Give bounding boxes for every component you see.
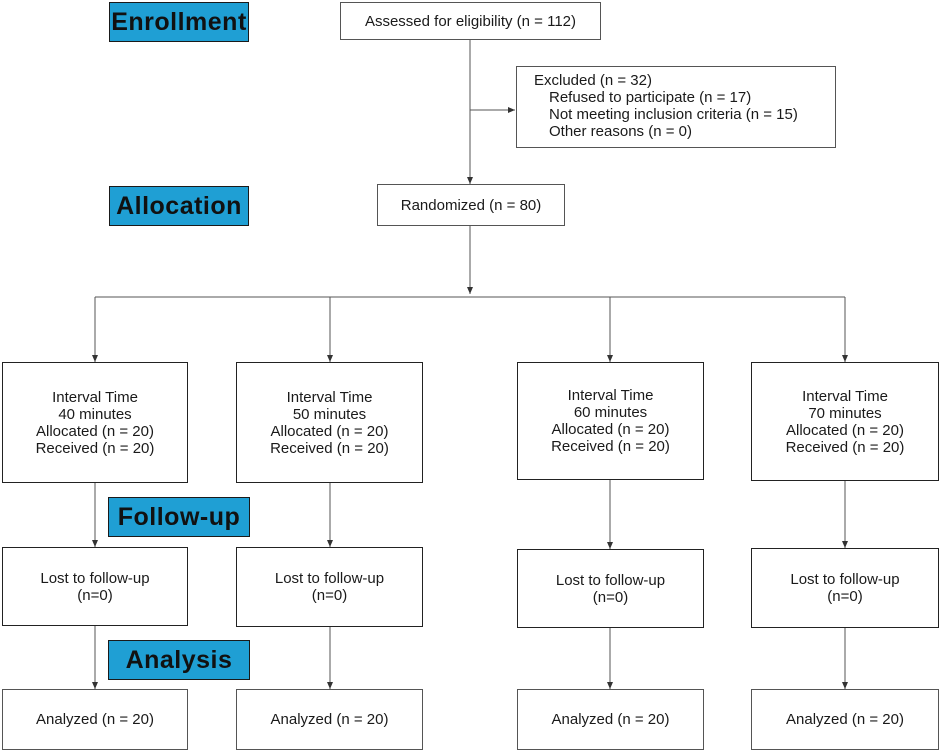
arm-title: Interval Time — [52, 388, 138, 406]
analyzed-box-2: Analyzed (n = 20) — [236, 689, 423, 750]
arm-box-2: Interval Time 50 minutes Allocated (n = … — [236, 362, 423, 483]
stage-analysis: Analysis — [108, 640, 250, 680]
arm-allocated: Allocated (n = 20) — [270, 422, 389, 440]
lost-label: Lost to follow-up — [790, 571, 900, 588]
lost-count: (n=0) — [827, 588, 863, 605]
randomized-box: Randomized (n = 80) — [377, 184, 565, 226]
arm-allocated: Allocated (n = 20) — [36, 422, 154, 440]
lost-box-2: Lost to follow-up (n=0) — [236, 547, 423, 627]
stage-followup: Follow-up — [108, 497, 250, 537]
lost-label: Lost to follow-up — [274, 570, 385, 587]
excluded-item: Other reasons (n = 0) — [549, 123, 692, 140]
lost-count: (n=0) — [77, 586, 113, 604]
arm-received: Received (n = 20) — [270, 439, 389, 457]
lost-count: (n=0) — [592, 588, 629, 606]
excluded-box: Excluded (n = 32) Refused to participate… — [516, 66, 836, 148]
arm-allocated: Allocated (n = 20) — [786, 421, 904, 439]
analyzed-box-4: Analyzed (n = 20) — [751, 689, 939, 750]
analyzed-box-3: Analyzed (n = 20) — [517, 689, 704, 750]
arm-title: Interval Time — [567, 387, 654, 404]
assessed-box: Assessed for eligibility (n = 112) — [340, 2, 601, 40]
arm-box-1: Interval Time 40 minutes Allocated (n = … — [2, 362, 188, 483]
excluded-title: Excluded (n = 32) — [534, 72, 652, 89]
arm-time: 40 minutes — [58, 405, 132, 423]
stage-enrollment: Enrollment — [109, 2, 249, 42]
excluded-item: Refused to participate (n = 17) — [549, 89, 752, 106]
arm-title: Interval Time — [286, 388, 373, 406]
arm-time: 50 minutes — [292, 405, 367, 423]
arm-received: Received (n = 20) — [785, 438, 905, 456]
lost-label: Lost to follow-up — [555, 571, 666, 589]
analyzed-label: Analyzed (n = 20) — [551, 711, 670, 728]
lost-box-1: Lost to follow-up (n=0) — [2, 547, 188, 626]
analyzed-label: Analyzed (n = 20) — [786, 711, 904, 728]
lost-count: (n=0) — [311, 587, 348, 604]
lost-box-4: Lost to follow-up (n=0) — [751, 548, 939, 628]
analyzed-label: Analyzed (n = 20) — [270, 711, 389, 728]
arm-received: Received (n = 20) — [35, 439, 155, 457]
analyzed-label: Analyzed (n = 20) — [36, 711, 154, 728]
stage-allocation: Allocation — [109, 186, 249, 226]
arm-allocated: Allocated (n = 20) — [551, 421, 670, 438]
analyzed-box-1: Analyzed (n = 20) — [2, 689, 188, 750]
lost-label: Lost to follow-up — [40, 569, 150, 587]
arm-time: 60 minutes — [573, 404, 648, 421]
excluded-item: Not meeting inclusion criteria (n = 15) — [549, 106, 798, 123]
lost-box-3: Lost to follow-up (n=0) — [517, 549, 704, 628]
randomized-label: Randomized (n = 80) — [400, 196, 542, 214]
arm-box-3: Interval Time 60 minutes Allocated (n = … — [517, 362, 704, 480]
arm-title: Interval Time — [802, 387, 888, 405]
arm-received: Received (n = 20) — [551, 438, 670, 455]
assessed-label: Assessed for eligibility (n = 112) — [364, 12, 577, 30]
arm-time: 70 minutes — [808, 404, 882, 422]
arm-box-4: Interval Time 70 minutes Allocated (n = … — [751, 362, 939, 481]
